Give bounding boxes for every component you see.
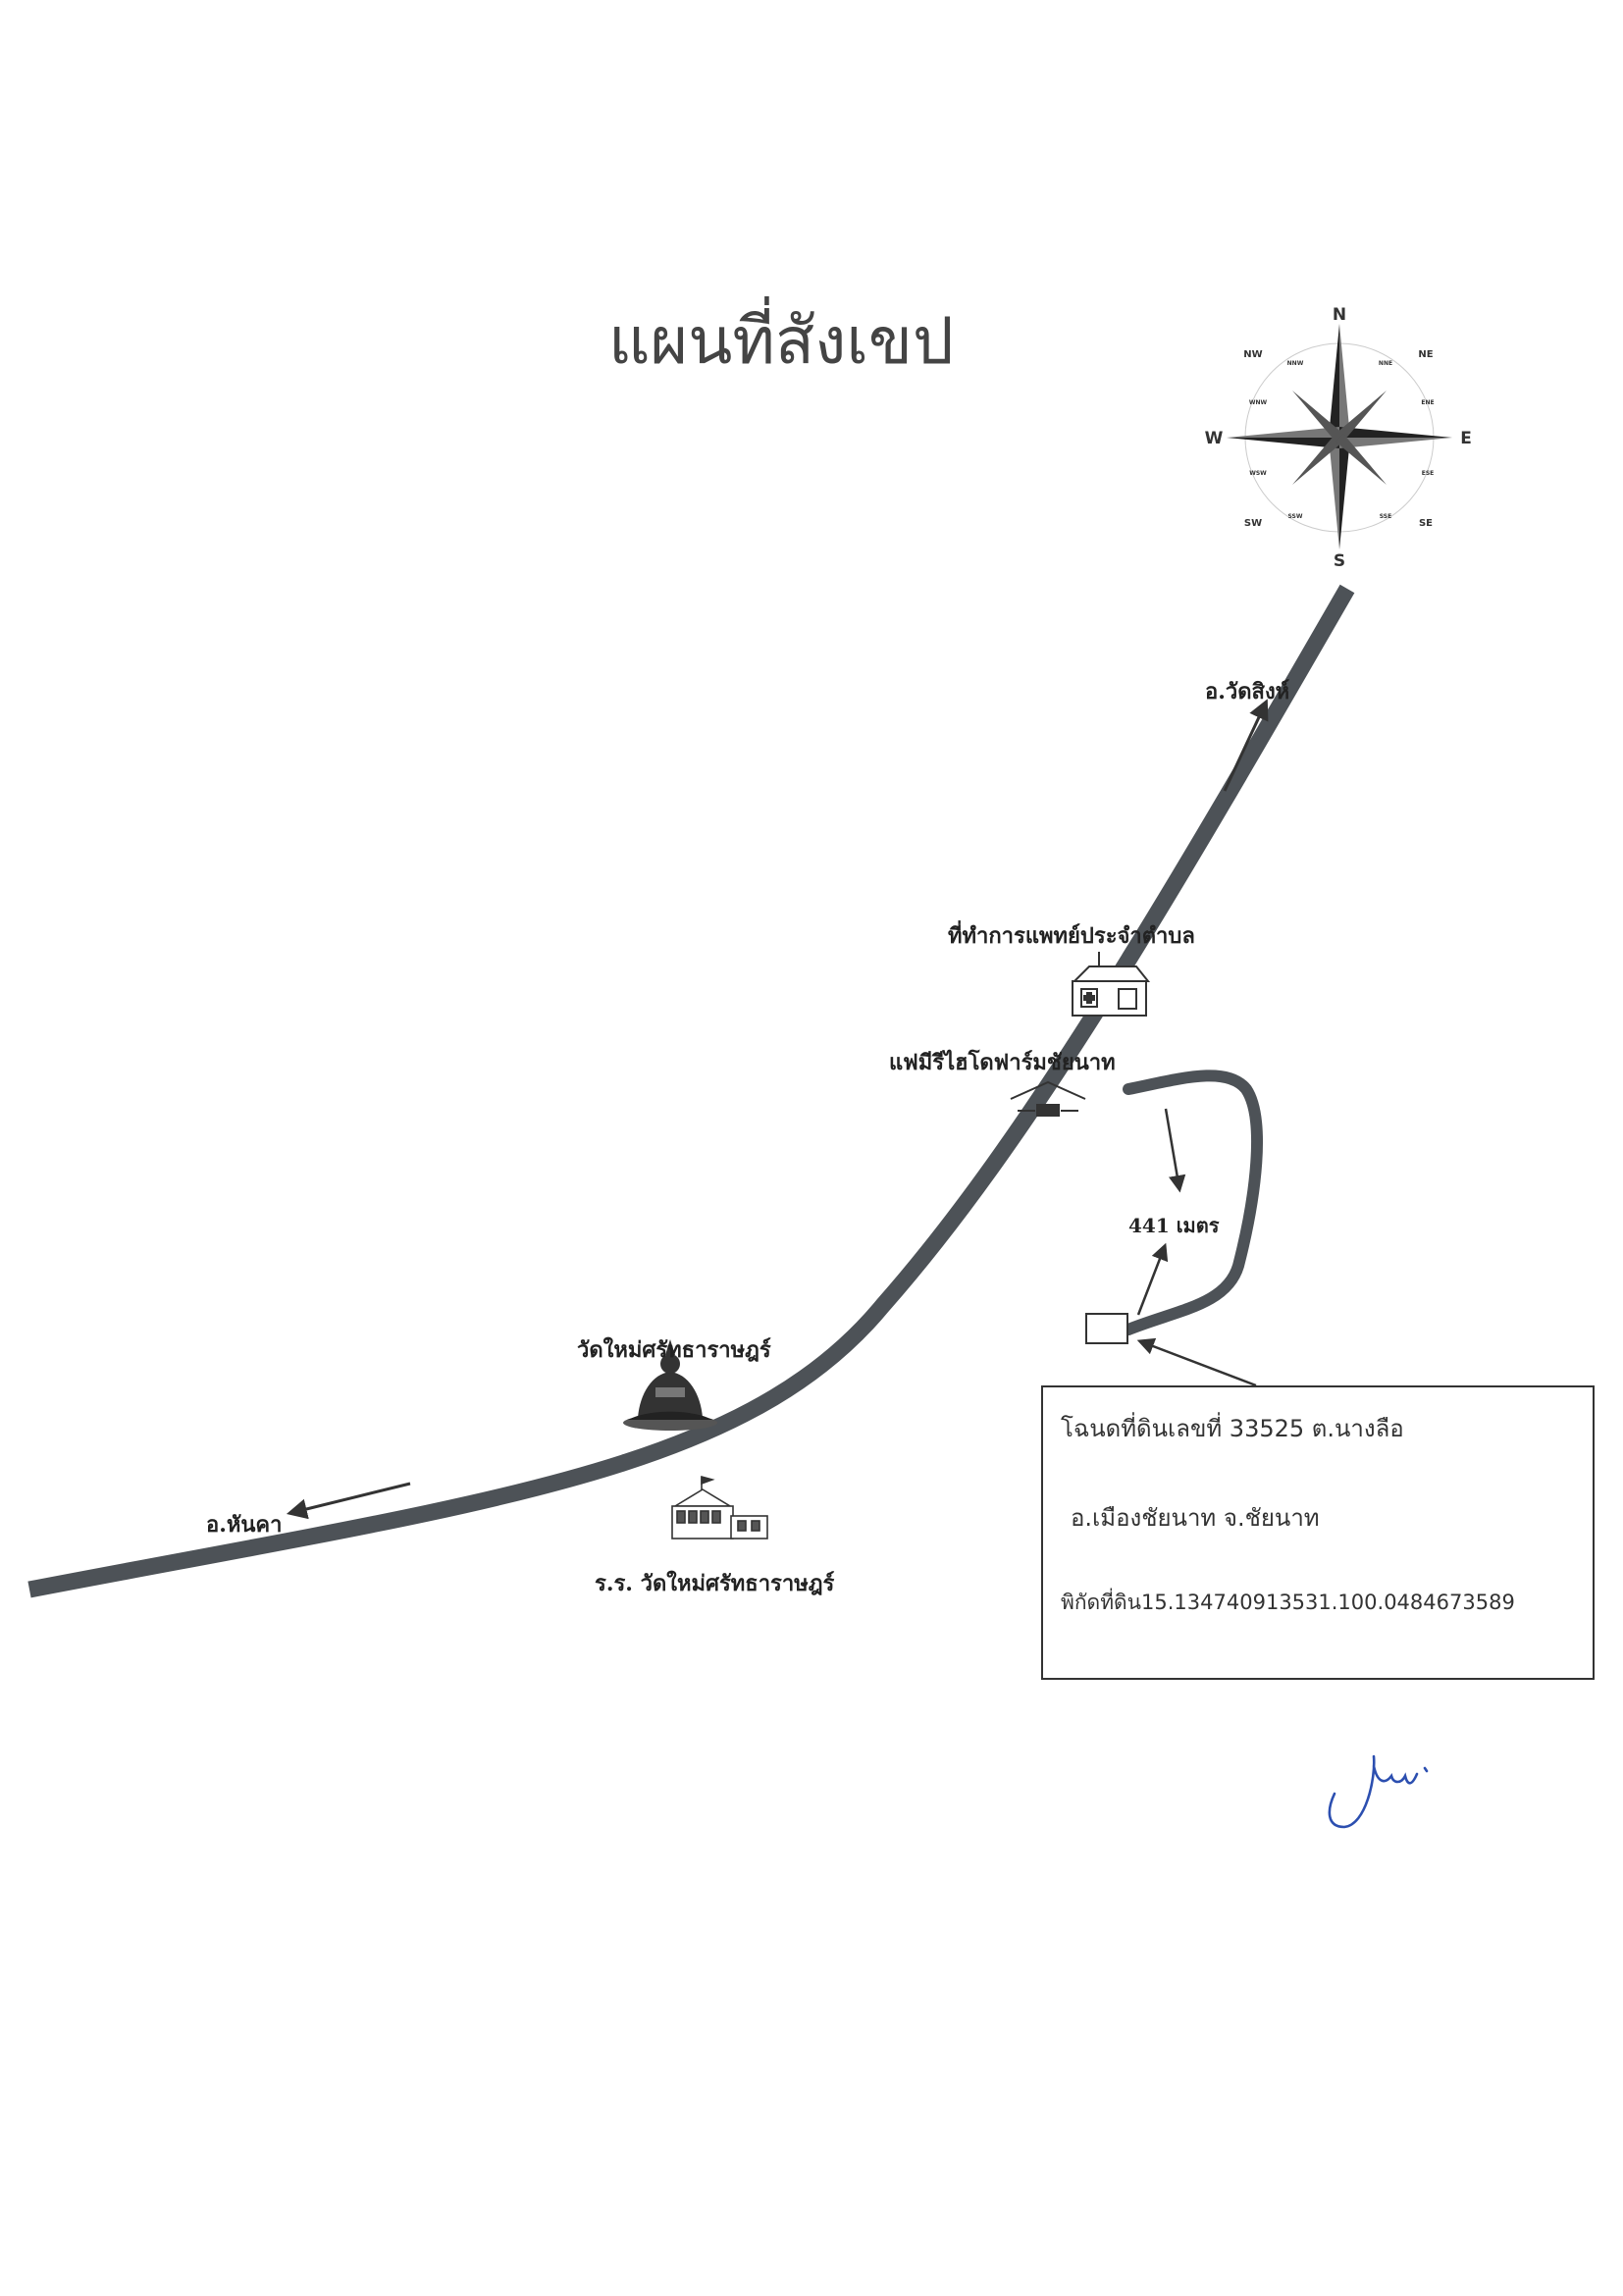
label-health-station: ที่ทำการแพทย์ประจำตำบล <box>948 923 1195 949</box>
compass-w: W <box>1205 429 1224 448</box>
compass-n: N <box>1333 305 1346 325</box>
pointer-to-infobox <box>1136 1337 1257 1387</box>
compass-nnw: NNW <box>1287 360 1304 367</box>
arrow-distance-down <box>1164 1108 1186 1193</box>
label-temple: วัดใหม่ศรัทธาราษฎร์ <box>577 1337 771 1363</box>
compass-sw: SW <box>1244 518 1262 529</box>
arrow-to-wat-sing <box>1223 699 1269 792</box>
land-plot <box>1085 1313 1128 1344</box>
label-farm: แฟมีรีไฮโดฟาร์มชัยนาท <box>889 1050 1116 1075</box>
compass-ne: NE <box>1418 349 1433 360</box>
compass-sse: SSE <box>1380 513 1391 520</box>
label-school: ร.ร. วัดใหม่ศรัทธาราษฎร์ <box>595 1571 835 1596</box>
signature <box>1328 1754 1429 1829</box>
compass-se: SE <box>1419 518 1433 529</box>
school-icon <box>671 1475 768 1539</box>
arrow-to-hankha <box>286 1482 411 1520</box>
farm-icon <box>1010 1080 1086 1117</box>
temple-buddha-icon <box>623 1339 717 1431</box>
compass-nne: NNE <box>1379 360 1392 367</box>
compass-ese: ESE <box>1422 470 1435 477</box>
compass-e: E <box>1460 429 1472 448</box>
land-title-deed: โฉนดที่ดินเลขที่ 33525 ต.นางลือ <box>1061 1415 1404 1442</box>
label-to-wat-sing: อ.วัดสิงห์ <box>1205 679 1290 704</box>
compass-ene: ENE <box>1421 399 1434 406</box>
land-info-box: โฉนดที่ดินเลขที่ 33525 ต.นางลือ อ.เมืองช… <box>1041 1385 1595 1680</box>
map-title: แผนที่สังเขป <box>608 303 954 379</box>
compass-wnw: WNW <box>1249 399 1268 406</box>
compass-wsw: WSW <box>1249 470 1267 477</box>
main-road <box>27 584 1355 1598</box>
label-distance: 441 เมตร <box>1128 1214 1220 1237</box>
health-station-icon <box>1072 952 1151 1017</box>
land-coordinates: พิกัดที่ดิน15.134740913531.100.048467358… <box>1061 1591 1515 1614</box>
compass-nw: NW <box>1243 349 1262 360</box>
land-district: อ.เมืองชัยนาท จ.ชัยนาท <box>1071 1504 1320 1532</box>
compass-rose-icon: N S E W NE NW SE SW NNE NNW ENE WNW ESE … <box>1205 305 1472 571</box>
label-to-hankha: อ.หันคา <box>206 1512 283 1538</box>
side-road <box>1123 1070 1263 1335</box>
compass-s: S <box>1334 551 1345 571</box>
arrow-distance-up <box>1136 1242 1169 1316</box>
compass-ssw: SSW <box>1288 513 1303 520</box>
